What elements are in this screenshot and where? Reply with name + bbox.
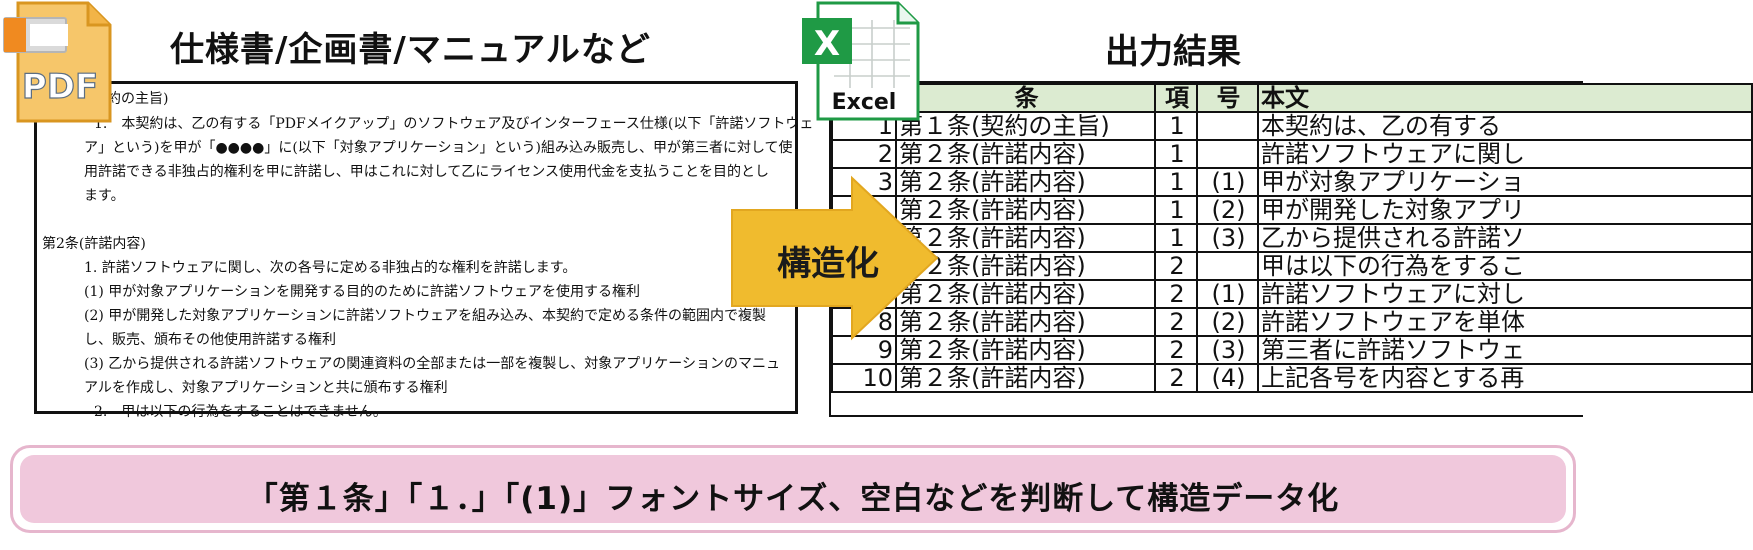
table-cell: 第２条(許諾内容) (895, 307, 1156, 337)
table-cell: 2 (1154, 363, 1198, 393)
bottom-banner-fill: 「第１条」「１．」「(1)」フォントサイズ、空白などを判断して構造データ化 (20, 455, 1566, 523)
table-cell (1196, 251, 1259, 281)
table-row: 2 第２条(許諾内容) 1 許諾ソフトウェアに関し (831, 139, 1753, 169)
doc-line: 2. 甲は以下の行為をすることはできません。 (94, 404, 387, 420)
structuring-arrow: 構造化 (731, 175, 944, 341)
pdf-icon-label: PDF (22, 67, 98, 107)
table-cell: 第２条(許諾内容) (895, 195, 1156, 225)
arrow-shape (731, 175, 939, 341)
table-cell: 1 (1154, 167, 1198, 197)
header-cell: 号 (1196, 83, 1259, 113)
table-cell: 乙から提供される許諾ソ (1257, 223, 1753, 253)
header-cell: 条 (895, 83, 1156, 113)
table-row: 第２条(許諾内容) 1 (2) 甲が開発した対象アプリ (831, 195, 1753, 225)
svg-text:X: X (814, 24, 840, 64)
table-cell: (2) (1196, 307, 1259, 337)
table-cell: 2 (1154, 335, 1198, 365)
doc-line: 1. 本契約は、乙の有する「PDFメイクアップ」のソフトウェア及びインターフェー… (94, 116, 814, 132)
doc-line: ア」という)を甲が「●●●●」に(以下「対象アプリケーション」という)組み込み販… (84, 140, 793, 156)
table-cell: 本契約は、乙の有する (1257, 111, 1753, 141)
doc-line: 1. 許諾ソフトウェアに関し、次の各号に定める非独占的な権利を許諾します。 (84, 260, 577, 276)
doc-line: ます。 (84, 188, 125, 204)
bottom-banner: 「第１条」「１．」「(1)」フォントサイズ、空白などを判断して構造データ化 (10, 445, 1576, 533)
table-cell: 第２条(許諾内容) (895, 279, 1156, 309)
table-cell: 第２条(許諾内容) (895, 223, 1156, 253)
table-cell: 上記各号を内容とする再 (1257, 363, 1753, 393)
table-cell: 2 (1154, 279, 1198, 309)
doc-line: 用許諾できる非独占的権利を甲に許諾し、甲はこれに対して乙にライセンス使用代金を支… (84, 164, 770, 180)
pdf-file-icon: PDF (0, 0, 114, 124)
table-row: 3 第２条(許諾内容) 1 (1) 甲が対象アプリケーショ (831, 167, 1753, 197)
doc-line: (2) 甲が開発した対象アプリケーションに許諾ソフトウェアを組み込み、本契約で定… (84, 308, 766, 324)
table-cell: 第１条(契約の主旨) (895, 111, 1156, 141)
right-title: 出力結果 (1105, 32, 1241, 72)
arrow-label: 構造化 (777, 244, 879, 284)
table-cell: (1) (1196, 167, 1259, 197)
table-cell: 2 (1154, 251, 1198, 281)
table-row: 1 第１条(契約の主旨) 1 本契約は、乙の有する (831, 111, 1753, 141)
table-cell: 1 (1154, 139, 1198, 169)
table-cell: (4) (1196, 363, 1259, 393)
table-row: 9 第２条(許諾内容) 2 (3) 第三者に許諾ソフトウェ (831, 335, 1753, 365)
table-row: 第２条(許諾内容) 2 甲は以下の行為をするこ (831, 251, 1753, 281)
doc-line: (3) 乙から提供される許諾ソフトウェアの関連資料の全部または一部を複製し、対象… (84, 356, 780, 372)
table-row: 第２条(許諾内容) 2 (1) 許諾ソフトウェアに対し (831, 279, 1753, 309)
table-cell: 1 (1154, 111, 1198, 141)
table-cell: 10 (831, 363, 897, 393)
doc-line: 第2条(許諾内容) (42, 236, 146, 252)
excel-icon-label: Excel (832, 90, 897, 115)
table-row: 8 第２条(許諾内容) 2 (2) 許諾ソフトウェアを単体 (831, 307, 1753, 337)
bottom-banner-text: 「第１条」「１．」「(1)」フォントサイズ、空白などを判断して構造データ化 (246, 481, 1340, 517)
table-row: 10 第２条(許諾内容) 2 (4) 上記各号を内容とする再 (831, 363, 1753, 393)
table-cell: 9 (831, 335, 897, 365)
table-header-row: 条 項 号 本文 (831, 83, 1753, 113)
left-title: 仕様書/企画書/マニュアルなど (170, 30, 651, 70)
header-cell: 項 (1154, 83, 1198, 113)
doc-line: (1) 甲が対象アプリケーションを開発する目的のために許諾ソフトウェアを使用する… (84, 284, 640, 300)
table-cell: 許諾ソフトウェアに対し (1257, 279, 1753, 309)
table-cell (1196, 139, 1259, 169)
result-table: 条 項 号 本文 1 第１条(契約の主旨) 1 本契約は、乙の有する 2 第２条… (831, 83, 1753, 393)
table-cell: (2) (1196, 195, 1259, 225)
table-cell: (3) (1196, 223, 1259, 253)
document-panel: 約の主旨) 1. 本契約は、乙の有する「PDFメイクアップ」のソフトウェア及びイ… (34, 81, 814, 420)
table-cell: 3 (831, 167, 897, 197)
header-cell: 本文 (1257, 83, 1753, 113)
table-cell: 1 (1154, 223, 1198, 253)
table-cell: 許諾ソフトウェアに関し (1257, 139, 1753, 169)
table-row: 第２条(許諾内容) 1 (3) 乙から提供される許諾ソ (831, 223, 1753, 253)
table-cell: 第２条(許諾内容) (895, 251, 1156, 281)
table-cell (1196, 111, 1259, 141)
doc-line: し、販売、頒布その他使用許諾する権利 (84, 332, 336, 348)
table-cell: (1) (1196, 279, 1259, 309)
doc-line: 約の主旨) (107, 91, 169, 107)
table-cell: 甲が対象アプリケーショ (1257, 167, 1753, 197)
table-cell: 甲が開発した対象アプリ (1257, 195, 1753, 225)
doc-line: アルを作成し、対象アプリケーションと共に頒布する権利 (84, 380, 448, 396)
result-table-panel: 条 項 号 本文 1 第１条(契約の主旨) 1 本契約は、乙の有する 2 第２条… (829, 81, 1753, 417)
table-cell: 許諾ソフトウェアを単体 (1257, 307, 1753, 337)
table-cell: 2 (1154, 307, 1198, 337)
table-cell: 1 (1154, 195, 1198, 225)
table-cell: 第２条(許諾内容) (895, 139, 1156, 169)
excel-file-icon: X Excel (800, 0, 920, 122)
table-cell: 第２条(許諾内容) (895, 335, 1156, 365)
table-cell: 第三者に許諾ソフトウェ (1257, 335, 1753, 365)
table-cell: 第２条(許諾内容) (895, 167, 1156, 197)
table-cell: 第２条(許諾内容) (895, 363, 1156, 393)
table-cell: 2 (831, 139, 897, 169)
table-cell: 甲は以下の行為をするこ (1257, 251, 1753, 281)
table-cell: (3) (1196, 335, 1259, 365)
